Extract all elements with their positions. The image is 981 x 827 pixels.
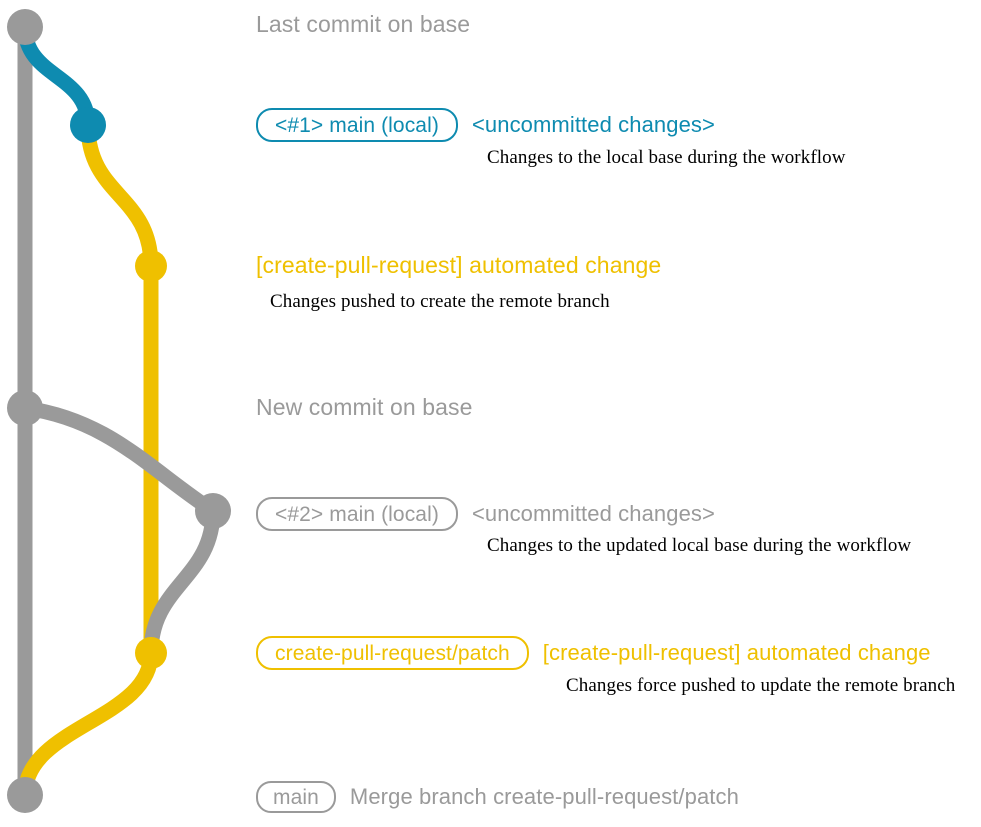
commit-subject-merge-branch: Merge branch create-pull-request/patch: [349, 784, 739, 809]
commit-row-automated-change-2: create-pull-request/patch [create-pull-r…: [256, 636, 931, 670]
commit-node-local-2[interactable]: [195, 493, 231, 529]
commit-row-automated-change-1: [create-pull-request] automated change: [256, 254, 661, 277]
ref-pill-main-local-1[interactable]: <#1> main (local): [256, 108, 458, 142]
commit-node-patch-2[interactable]: [135, 637, 167, 669]
commit-subject-uncommitted-changes-2: <uncommitted changes>: [471, 501, 715, 526]
commit-subject-new-commit-on-base: New commit on base: [256, 394, 473, 420]
commit-row-new-commit-on-base: New commit on base: [256, 396, 473, 419]
commit-note-local-uncommitted-2: Changes to the updated local base during…: [487, 535, 912, 556]
commit-row-local-uncommitted-1: <#1> main (local) <uncommitted changes>: [256, 108, 715, 142]
commit-note-local-uncommitted-1: Changes to the local base during the wor…: [487, 147, 846, 168]
commit-headline: [create-pull-request] automated change: [256, 254, 661, 277]
commit-node-patch-1[interactable]: [135, 250, 167, 282]
commit-subject-last-commit-on-base: Last commit on base: [256, 11, 471, 37]
commit-note-automated-change-1: Changes pushed to create the remote bran…: [270, 291, 610, 312]
commit-node-local-1[interactable]: [70, 107, 106, 143]
commit-subject-uncommitted-changes-1: <uncommitted changes>: [471, 112, 715, 137]
commit-subject-automated-change-2: [create-pull-request] automated change: [542, 640, 931, 665]
commit-node-base-last[interactable]: [7, 9, 43, 45]
commit-row-local-uncommitted-2: <#2> main (local) <uncommitted changes>: [256, 497, 715, 531]
ref-pill-main[interactable]: main: [256, 781, 336, 813]
commit-headline: <#1> main (local) <uncommitted changes>: [256, 108, 715, 142]
local-to-patch-line-2: [143, 503, 221, 661]
commit-row-merge-branch: main Merge branch create-pull-request/pa…: [256, 781, 739, 813]
ref-pill-create-pull-request-patch[interactable]: create-pull-request/patch: [256, 636, 529, 670]
commit-headline: Last commit on base: [256, 13, 470, 36]
commit-headline: create-pull-request/patch [create-pull-r…: [256, 636, 931, 670]
commit-node-base-merge[interactable]: [7, 777, 43, 813]
commit-note-automated-change-2: Changes force pushed to update the remot…: [566, 675, 956, 696]
local-branch-line-2: [17, 400, 221, 519]
commit-subject-automated-change-1: [create-pull-request] automated change: [256, 252, 662, 278]
commit-node-base-new[interactable]: [7, 390, 43, 426]
commit-row-last-commit-on-base: Last commit on base: [256, 13, 470, 36]
commit-headline: main Merge branch create-pull-request/pa…: [256, 781, 739, 813]
patch-merge-line: [17, 645, 159, 803]
ref-pill-main-local-2[interactable]: <#2> main (local): [256, 497, 458, 531]
commit-headline: New commit on base: [256, 396, 473, 419]
commit-headline: <#2> main (local) <uncommitted changes>: [256, 497, 715, 531]
